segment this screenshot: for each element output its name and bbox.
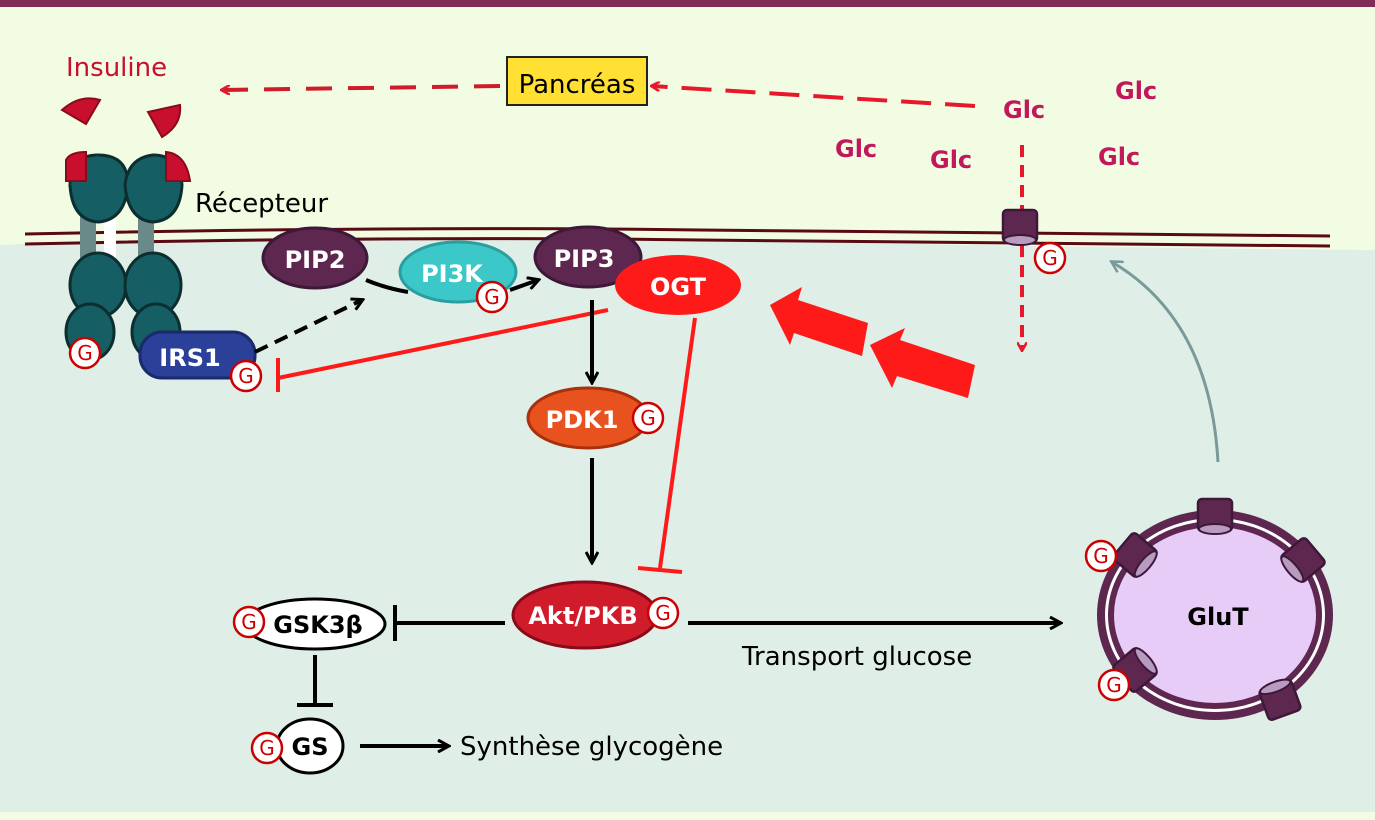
pancreas-label: Pancréas xyxy=(519,70,636,100)
o-glcnac-badge xyxy=(250,731,284,765)
insulin-molecule xyxy=(60,97,102,126)
akt-inhibits-gsk3b xyxy=(393,605,505,641)
gs-label: GS xyxy=(292,733,329,761)
glut-label: GluT xyxy=(1187,603,1249,631)
cell-membrane xyxy=(24,227,1331,248)
ogt-inhibits-irs1 xyxy=(276,308,609,392)
ogt-node: OGT xyxy=(615,255,741,315)
irs1-label: IRS1 xyxy=(159,344,220,372)
akt-pkb-node: Akt/PKB xyxy=(511,580,659,650)
irs1-to-pi3k-arrow xyxy=(254,300,362,354)
synthese-glycogene-label: Synthèse glycogène xyxy=(460,732,723,762)
pi3k-label: PI3K xyxy=(421,260,484,288)
top-bar xyxy=(0,0,1375,7)
glc-label: Glc xyxy=(835,135,877,163)
gs-node: GS xyxy=(275,717,345,775)
glucose-flux-arrow xyxy=(870,328,975,398)
cytoplasm xyxy=(0,236,1375,812)
o-glcnac-badge xyxy=(646,596,680,630)
pdk1-node: PDK1 xyxy=(526,386,650,450)
akt-label: Akt/PKB xyxy=(528,602,637,630)
irs1-node: IRS1 xyxy=(138,330,257,380)
pip3-label: PIP3 xyxy=(554,245,615,273)
glc-label: Glc xyxy=(930,146,972,174)
pip2-node: PIP2 xyxy=(261,226,369,290)
insulin-receptor xyxy=(64,150,192,362)
pip2-pi3k-link xyxy=(365,278,409,294)
transport-glucose-label: Transport glucose xyxy=(741,642,972,672)
ogt-inhibits-akt xyxy=(637,317,697,574)
glut-translocation-arrow xyxy=(1112,262,1220,463)
o-glcnac-badge xyxy=(232,605,266,639)
pdk1-label: PDK1 xyxy=(546,406,619,434)
membrane-glut-transporter xyxy=(1001,208,1039,247)
glucose-flux-arrow xyxy=(770,287,868,356)
pancreas-to-insulin-arrow xyxy=(222,84,501,90)
o-glcnac-badge xyxy=(68,336,102,370)
glc-label: Glc xyxy=(1115,77,1157,105)
pip3-node: PIP3 xyxy=(533,225,643,289)
glc-label: Glc xyxy=(1098,143,1140,171)
o-glcnac-badge xyxy=(631,401,665,435)
insulin-molecule xyxy=(146,103,182,139)
pip2-label: PIP2 xyxy=(285,246,346,274)
o-glcnac-badge xyxy=(1097,668,1131,702)
pi3k-to-pip3-arrow xyxy=(509,280,538,292)
glut-vesicle: GluT xyxy=(1097,497,1333,723)
o-glcnac-badge xyxy=(475,280,509,314)
o-glcnac-badge xyxy=(1033,241,1067,275)
o-glcnac-badge xyxy=(229,359,263,393)
pancreas-box: Pancréas xyxy=(506,56,648,106)
glucose-to-pancreas-arrow xyxy=(652,86,976,108)
o-glcnac-badge xyxy=(1084,539,1118,573)
gsk3b-label: GSK3β xyxy=(273,611,362,639)
gsk3b-inhibits-gs xyxy=(297,655,333,707)
gsk3b-node: GSK3β xyxy=(243,597,387,651)
recepteur-label: Récepteur xyxy=(195,189,328,219)
ogt-label: OGT xyxy=(650,273,707,301)
insuline-label: Insuline xyxy=(66,53,167,83)
glc-label: Glc xyxy=(1003,96,1045,124)
